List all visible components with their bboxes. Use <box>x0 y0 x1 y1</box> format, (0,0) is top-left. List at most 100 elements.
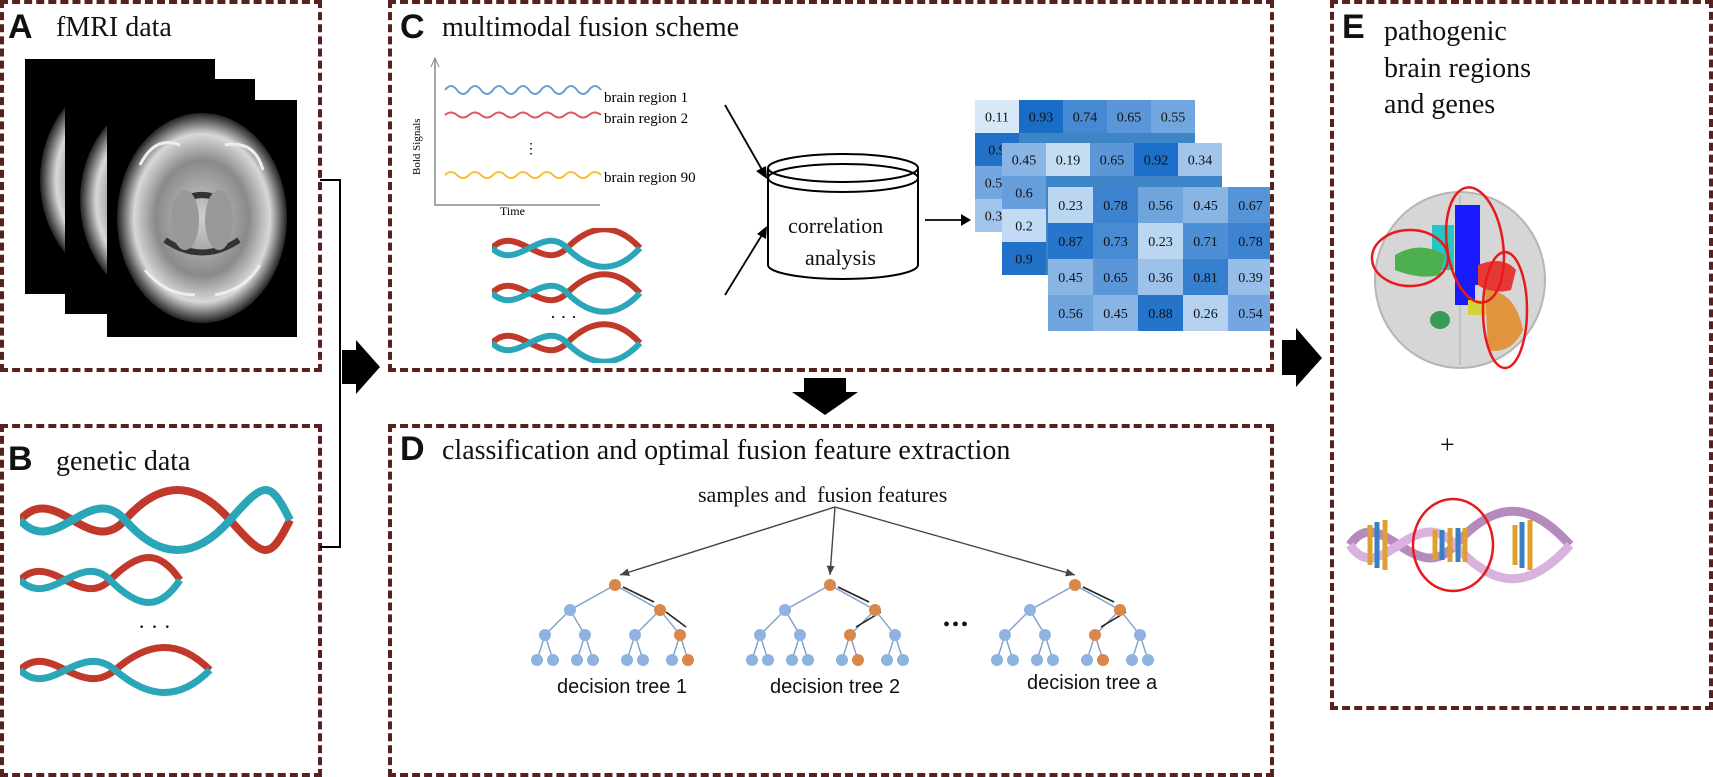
matrix-back-value: 0.55 <box>1161 111 1186 126</box>
signal-line-3 <box>444 171 602 179</box>
dna-strand-2 <box>20 554 183 606</box>
panel-a <box>0 0 322 372</box>
panel-a-letter: A <box>8 8 33 46</box>
signal-label-2: brain region 2 <box>604 111 688 127</box>
tree-node <box>531 654 543 666</box>
tree-node <box>547 654 559 666</box>
root-arrow <box>834 506 1076 576</box>
root-arrow <box>619 506 836 576</box>
matrix-middle-cell <box>1178 143 1222 176</box>
matrix-front-cell <box>1138 223 1183 259</box>
root-arrow-head <box>1065 568 1075 577</box>
tree-node <box>754 629 766 641</box>
tree-node <box>824 579 836 591</box>
panel-a-title: fMRI data <box>56 12 172 43</box>
matrix-front-value: 0.45 <box>1058 271 1083 286</box>
matrix-front-value: 0.78 <box>1103 199 1128 214</box>
tree-node <box>786 654 798 666</box>
matrix-front-value: 0.23 <box>1148 235 1173 250</box>
matrix-middle-value: 0.2 <box>1015 220 1033 235</box>
matrix-back-cell <box>1063 100 1107 133</box>
signal-label-3: brain region 90 <box>604 170 696 186</box>
arrow-to-d <box>792 378 858 415</box>
bracket-connector <box>320 179 341 548</box>
matrix-middle-cell <box>1046 143 1090 176</box>
matrix-middle-value: 0.45 <box>1012 154 1037 169</box>
tree-node <box>637 654 649 666</box>
tree-node <box>1126 654 1138 666</box>
root-arrow-head <box>826 565 835 575</box>
matrix-front-cell <box>1183 187 1228 223</box>
matrix-middle-value: 0.34 <box>1188 154 1213 169</box>
fmri-slices <box>25 59 297 337</box>
region-orange <box>1485 290 1523 351</box>
matrix-front-value: 0.88 <box>1148 307 1173 322</box>
matrix-front-value: 0.23 <box>1058 199 1083 214</box>
tree-path-arrow <box>837 586 870 603</box>
tree-node <box>844 629 856 641</box>
x-axis-label: Time <box>500 204 525 218</box>
tree-node <box>1007 654 1019 666</box>
tree-label-2: decision tree 2 <box>770 676 901 698</box>
decision-trees <box>531 506 1154 666</box>
tree-edge <box>614 584 661 611</box>
tree-node <box>1047 654 1059 666</box>
matrix-front-value: 0.65 <box>1103 271 1128 286</box>
tree-node <box>1024 604 1036 616</box>
db-label-2: analysis <box>805 245 876 270</box>
tree-edge <box>1029 584 1076 611</box>
tree-edge <box>1074 584 1121 611</box>
matrix-middle-value: 0.65 <box>1100 154 1125 169</box>
region-green <box>1395 247 1445 277</box>
panel-d-title: classification and optimal fusion featur… <box>442 435 1011 466</box>
database-icon <box>767 153 919 280</box>
tree-node <box>587 654 599 666</box>
tree-node <box>654 604 666 616</box>
panel-d <box>388 424 1274 777</box>
matrix-front-value: 0.26 <box>1193 307 1218 322</box>
panel-c <box>388 0 1274 372</box>
matrix-front-cell <box>1228 187 1270 223</box>
tree-node <box>852 654 864 666</box>
matrix-back-cell <box>975 100 1019 133</box>
panel-e-title-2: brain regions <box>1384 53 1531 84</box>
tree-label-a: decision tree a <box>1027 672 1158 694</box>
tree-node <box>794 629 806 641</box>
matrix-front-cell <box>1228 259 1270 295</box>
tree-node <box>564 604 576 616</box>
y-axis-label: Bold Signals <box>411 118 423 175</box>
tree-node <box>609 579 621 591</box>
panel-d-subtitle: samples and fusion features <box>698 482 948 507</box>
tree-node <box>779 604 791 616</box>
tree-node <box>991 654 1003 666</box>
matrix-middle-cell <box>1134 143 1178 176</box>
matrix-middle-cell <box>1002 143 1046 176</box>
dna-highlight <box>1346 497 1574 593</box>
matrix-back-cell <box>1151 100 1195 133</box>
region-small-green <box>1430 311 1450 329</box>
matrix-front-cell <box>1048 259 1093 295</box>
arrow-to-c <box>342 340 380 394</box>
matrix-front-cell <box>1048 223 1093 259</box>
tree-path-arrow <box>665 611 687 628</box>
tree-node <box>621 654 633 666</box>
db-label-1: correlation <box>788 213 884 238</box>
matrix-front-cell <box>1093 295 1138 331</box>
panel-e <box>1330 0 1713 710</box>
panel-e-letter: E <box>1342 8 1365 46</box>
tree-node <box>836 654 848 666</box>
signal-vdots: ⋮ <box>524 142 538 157</box>
panel-c-letter: C <box>400 8 425 46</box>
matrix-front-cell <box>1048 295 1093 331</box>
matrix-middle-cell <box>1002 242 1046 275</box>
panel-b-ellipsis: · · · <box>138 614 171 639</box>
tree-node <box>674 629 686 641</box>
root-arrow-head <box>620 568 630 576</box>
dna-strands-b <box>20 486 294 696</box>
panel-c-title: multimodal fusion scheme <box>442 12 740 43</box>
tree-node <box>897 654 909 666</box>
region-red <box>1478 261 1516 292</box>
matrix-front-cell <box>1093 223 1138 259</box>
signal-line-1 <box>444 85 602 95</box>
matrix-front-value: 0.56 <box>1058 307 1083 322</box>
